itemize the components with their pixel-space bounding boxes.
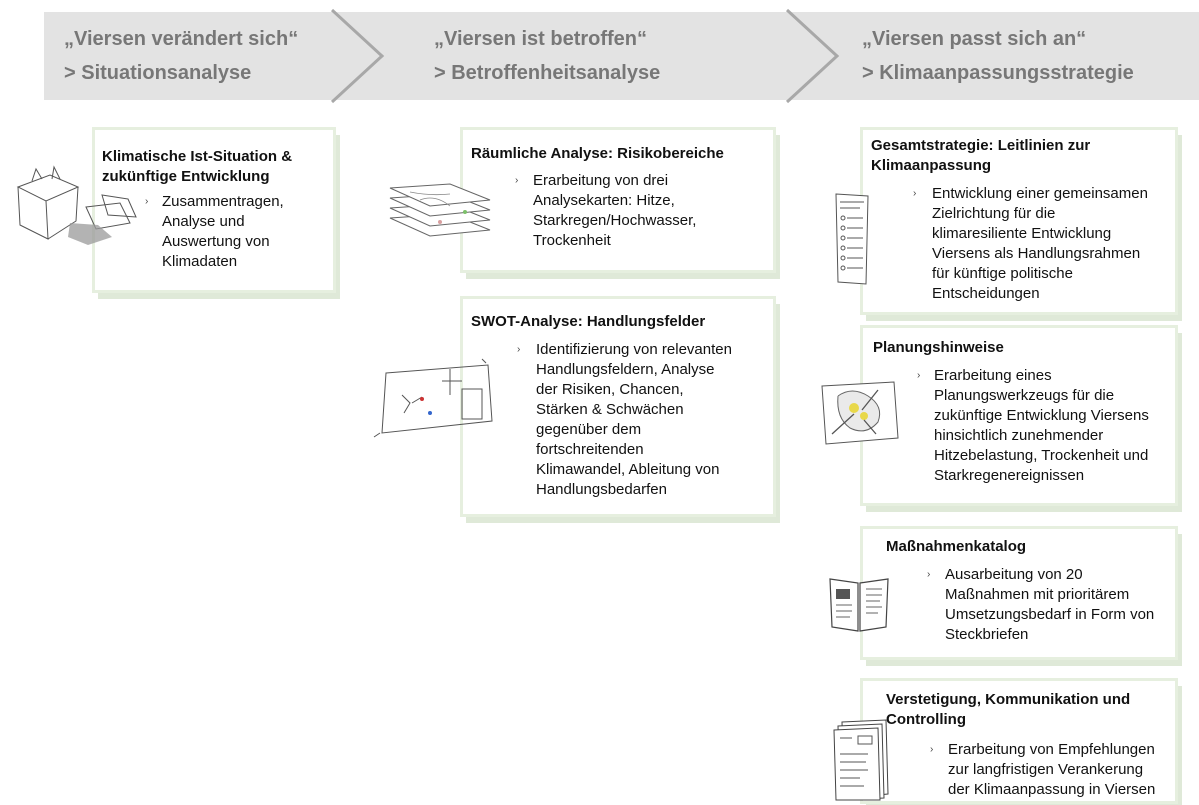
documents-stack-sketch-icon bbox=[833, 719, 889, 801]
chevron-arrow-icon bbox=[330, 8, 385, 104]
phase-quote: „Viersen verändert sich“ bbox=[64, 28, 299, 50]
phase-subtitle: > Klimaanpassungsstrategie bbox=[862, 62, 1134, 84]
card-text: Erarbeitung eines Planungswerkzeugs für … bbox=[934, 367, 1149, 484]
card-planungshinweise bbox=[860, 325, 1178, 506]
catalog-book-sketch-icon bbox=[829, 578, 889, 632]
card-raeumliche-analyse bbox=[460, 127, 776, 273]
phase-quote: „Viersen ist betroffen“ bbox=[434, 28, 648, 50]
planning-map-sketch-icon bbox=[821, 381, 899, 445]
card-text: Entwicklung einer gemeinsamen Zielrichtu… bbox=[932, 185, 1148, 302]
card-verstetigung bbox=[860, 678, 1178, 804]
card-gesamtstrategie bbox=[860, 127, 1178, 315]
card-title: Verstetigung, Kommunikation und Controll… bbox=[886, 691, 1131, 728]
card-text: Erarbeitung von Empfehlungen zur langfri… bbox=[948, 741, 1156, 798]
bullet-icon: › bbox=[515, 175, 519, 186]
phase-subtitle: > Betroffenheitsanalyse bbox=[434, 62, 661, 84]
phase-banner bbox=[44, 12, 1199, 100]
checklist-sketch-icon bbox=[835, 193, 869, 285]
data-box-sketch-icon bbox=[16, 165, 137, 245]
card-title: Maßnahmenkatalog bbox=[886, 538, 1027, 555]
card-text: Erarbeitung von drei Analysekarten: Hitz… bbox=[533, 172, 697, 249]
bullet-icon: › bbox=[917, 370, 921, 381]
card-swot-analyse bbox=[460, 296, 776, 517]
whiteboard-sketch-icon bbox=[373, 358, 493, 438]
card-title: SWOT-Analyse: Handlungsfelder bbox=[471, 313, 706, 330]
card-text: Ausarbeitung von 20 Maßnahmen mit priori… bbox=[945, 566, 1155, 643]
chevron-arrow-icon bbox=[785, 8, 840, 104]
bullet-icon: › bbox=[145, 196, 149, 207]
phase-subtitle: > Situationsanalyse bbox=[64, 62, 252, 84]
card-title: Planungshinweise bbox=[873, 339, 1004, 356]
phase-klimaanpassungsstrategie: „Viersen passt sich an“ > Klimaanpassung… bbox=[862, 22, 1134, 90]
phase-situationsanalyse: „Viersen verändert sich“ > Situationsana… bbox=[64, 22, 298, 90]
phase-quote: „Viersen passt sich an“ bbox=[862, 28, 1087, 50]
card-title: Räumliche Analyse: Risikobereiche bbox=[471, 145, 724, 162]
card-massnahmenkatalog bbox=[860, 526, 1178, 660]
bullet-icon: › bbox=[927, 569, 931, 580]
card-text: Zusammentragen, Analyse und Auswertung v… bbox=[162, 193, 284, 270]
phase-betroffenheitsanalyse: „Viersen ist betroffen“ > Betroffenheits… bbox=[434, 22, 660, 90]
card-title: Gesamtstrategie: Leitlinien zur Klimaanp… bbox=[871, 137, 1091, 174]
card-text: Identifizierung von relevanten Handlungs… bbox=[536, 341, 732, 498]
bullet-icon: › bbox=[930, 744, 934, 755]
stacked-maps-sketch-icon bbox=[389, 183, 491, 237]
card-title: Klimatische Ist-Situation & zukünftige E… bbox=[102, 148, 293, 185]
bullet-icon: › bbox=[517, 344, 521, 355]
bullet-icon: › bbox=[913, 188, 917, 199]
